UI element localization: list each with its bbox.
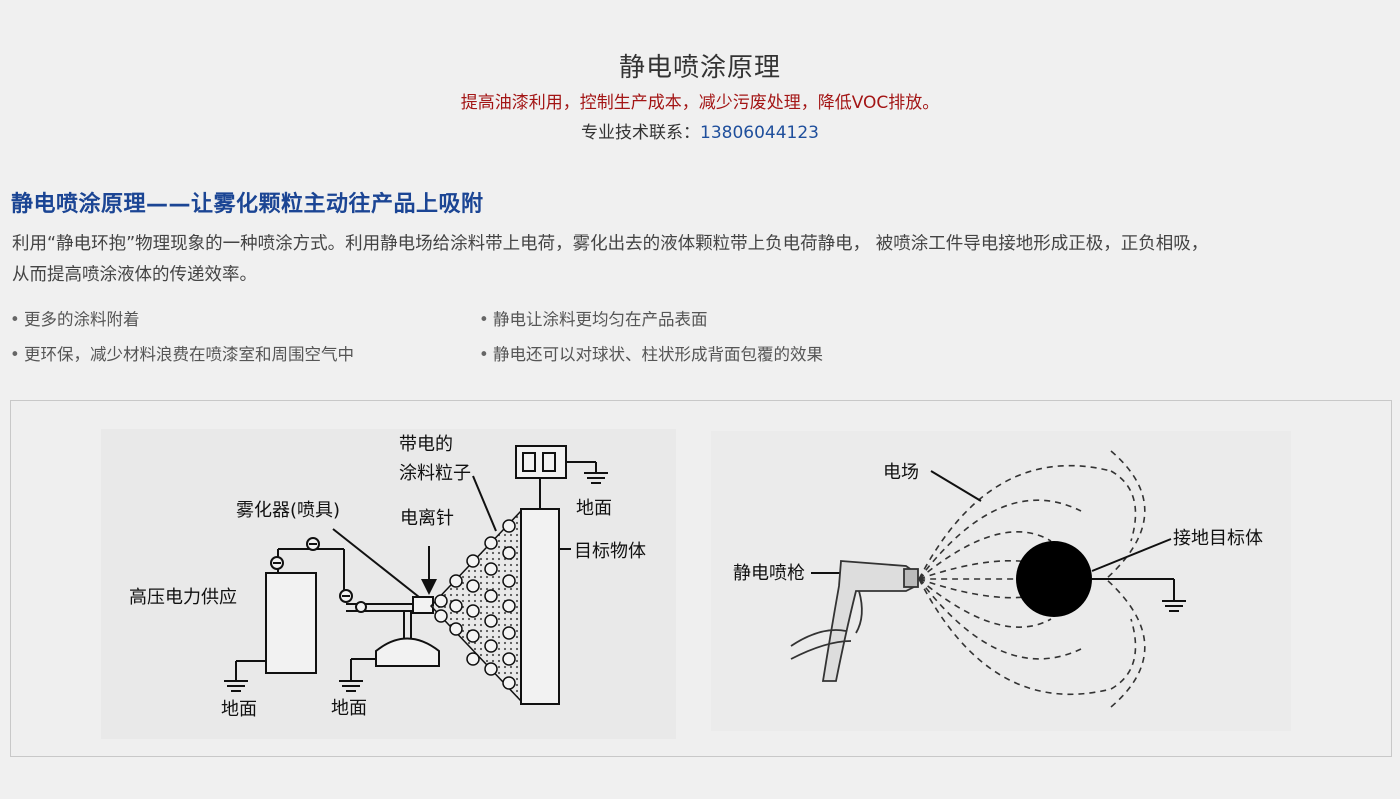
label-charged-2: 涂料粒子	[399, 463, 471, 484]
label-hv-supply: 高压电力供应	[129, 587, 237, 608]
principle-diagram-figure: 带电的 涂料粒子 地面 雾化器(喷具) 电离针 目标物体 高压电力供应 地面 地…	[10, 400, 1392, 757]
bullet-icon: •	[479, 310, 489, 329]
spray-gun-graphic	[790, 560, 919, 682]
feature-list-left: •更多的涂料附着 •更环保，减少材料浪费在喷漆室和周围空气中	[10, 305, 354, 375]
grounded-target-ball	[1016, 541, 1092, 617]
page-subtitle: 提高油漆利用，控制生产成本，减少污废处理，降低VOC排放。	[460, 93, 940, 113]
feature-list-right: •静电让涂料更均匀在产品表面 •静电还可以对球状、柱状形成背面包覆的效果	[479, 305, 823, 375]
description-line-1: 利用“静电环抱”物理现象的一种喷涂方式。利用静电场给涂料带上电荷，雾化出去的液体…	[12, 234, 1209, 254]
label-needle: 电离针	[400, 508, 454, 529]
feature-item: •更环保，减少材料浪费在喷漆室和周围空气中	[10, 340, 354, 375]
right-ground	[811, 470, 1186, 612]
feature-item: •静电让涂料更均匀在产品表面	[479, 305, 823, 340]
right-diagram-panel	[711, 431, 1291, 731]
label-charged-1: 带电的	[399, 434, 453, 455]
contact-phone-link[interactable]: 13806044123	[700, 123, 819, 143]
label-ground-top: 地面	[576, 498, 612, 519]
feature-item: •更多的涂料附着	[10, 305, 354, 340]
principle-diagram-svg	[101, 429, 1291, 739]
label-target-object: 目标物体	[574, 541, 646, 562]
bullet-icon: •	[10, 345, 20, 364]
contact-line: 专业技术联系：13806044123	[0, 120, 1400, 146]
label-atomizer: 雾化器(喷具)	[236, 500, 341, 521]
target-object	[472, 445, 608, 705]
section-title: 静电喷涂原理——让雾化颗粒主动往产品上吸附	[11, 192, 484, 217]
section-description: 利用“静电环抱”物理现象的一种喷涂方式。利用静电场给涂料带上电荷，雾化出去的液体…	[12, 229, 1392, 291]
bullet-icon: •	[10, 310, 20, 329]
field-lines	[918, 450, 1146, 708]
feature-item: •静电还可以对球状、柱状形成背面包覆的效果	[479, 340, 823, 375]
left-diagram	[224, 528, 440, 692]
contact-label: 专业技术联系：	[581, 123, 700, 143]
left-diagram-panel	[101, 429, 676, 739]
label-grounded-target: 接地目标体	[1173, 528, 1263, 549]
label-ground-1: 地面	[221, 699, 257, 720]
page-header: 静电喷涂原理 提高油漆利用，控制生产成本，减少污废处理，降低VOC排放。 专业技…	[0, 50, 1400, 146]
page-title: 静电喷涂原理	[618, 53, 781, 83]
label-electric-field: 电场	[883, 462, 919, 483]
description-line-2: 从而提高喷涂液体的传递效率。	[12, 265, 257, 285]
label-spray-gun: 静电喷枪	[733, 563, 805, 584]
hv-supply-box	[265, 572, 317, 674]
bullet-icon: •	[479, 345, 489, 364]
charged-particles	[434, 519, 516, 690]
label-ground-2: 地面	[331, 698, 367, 719]
